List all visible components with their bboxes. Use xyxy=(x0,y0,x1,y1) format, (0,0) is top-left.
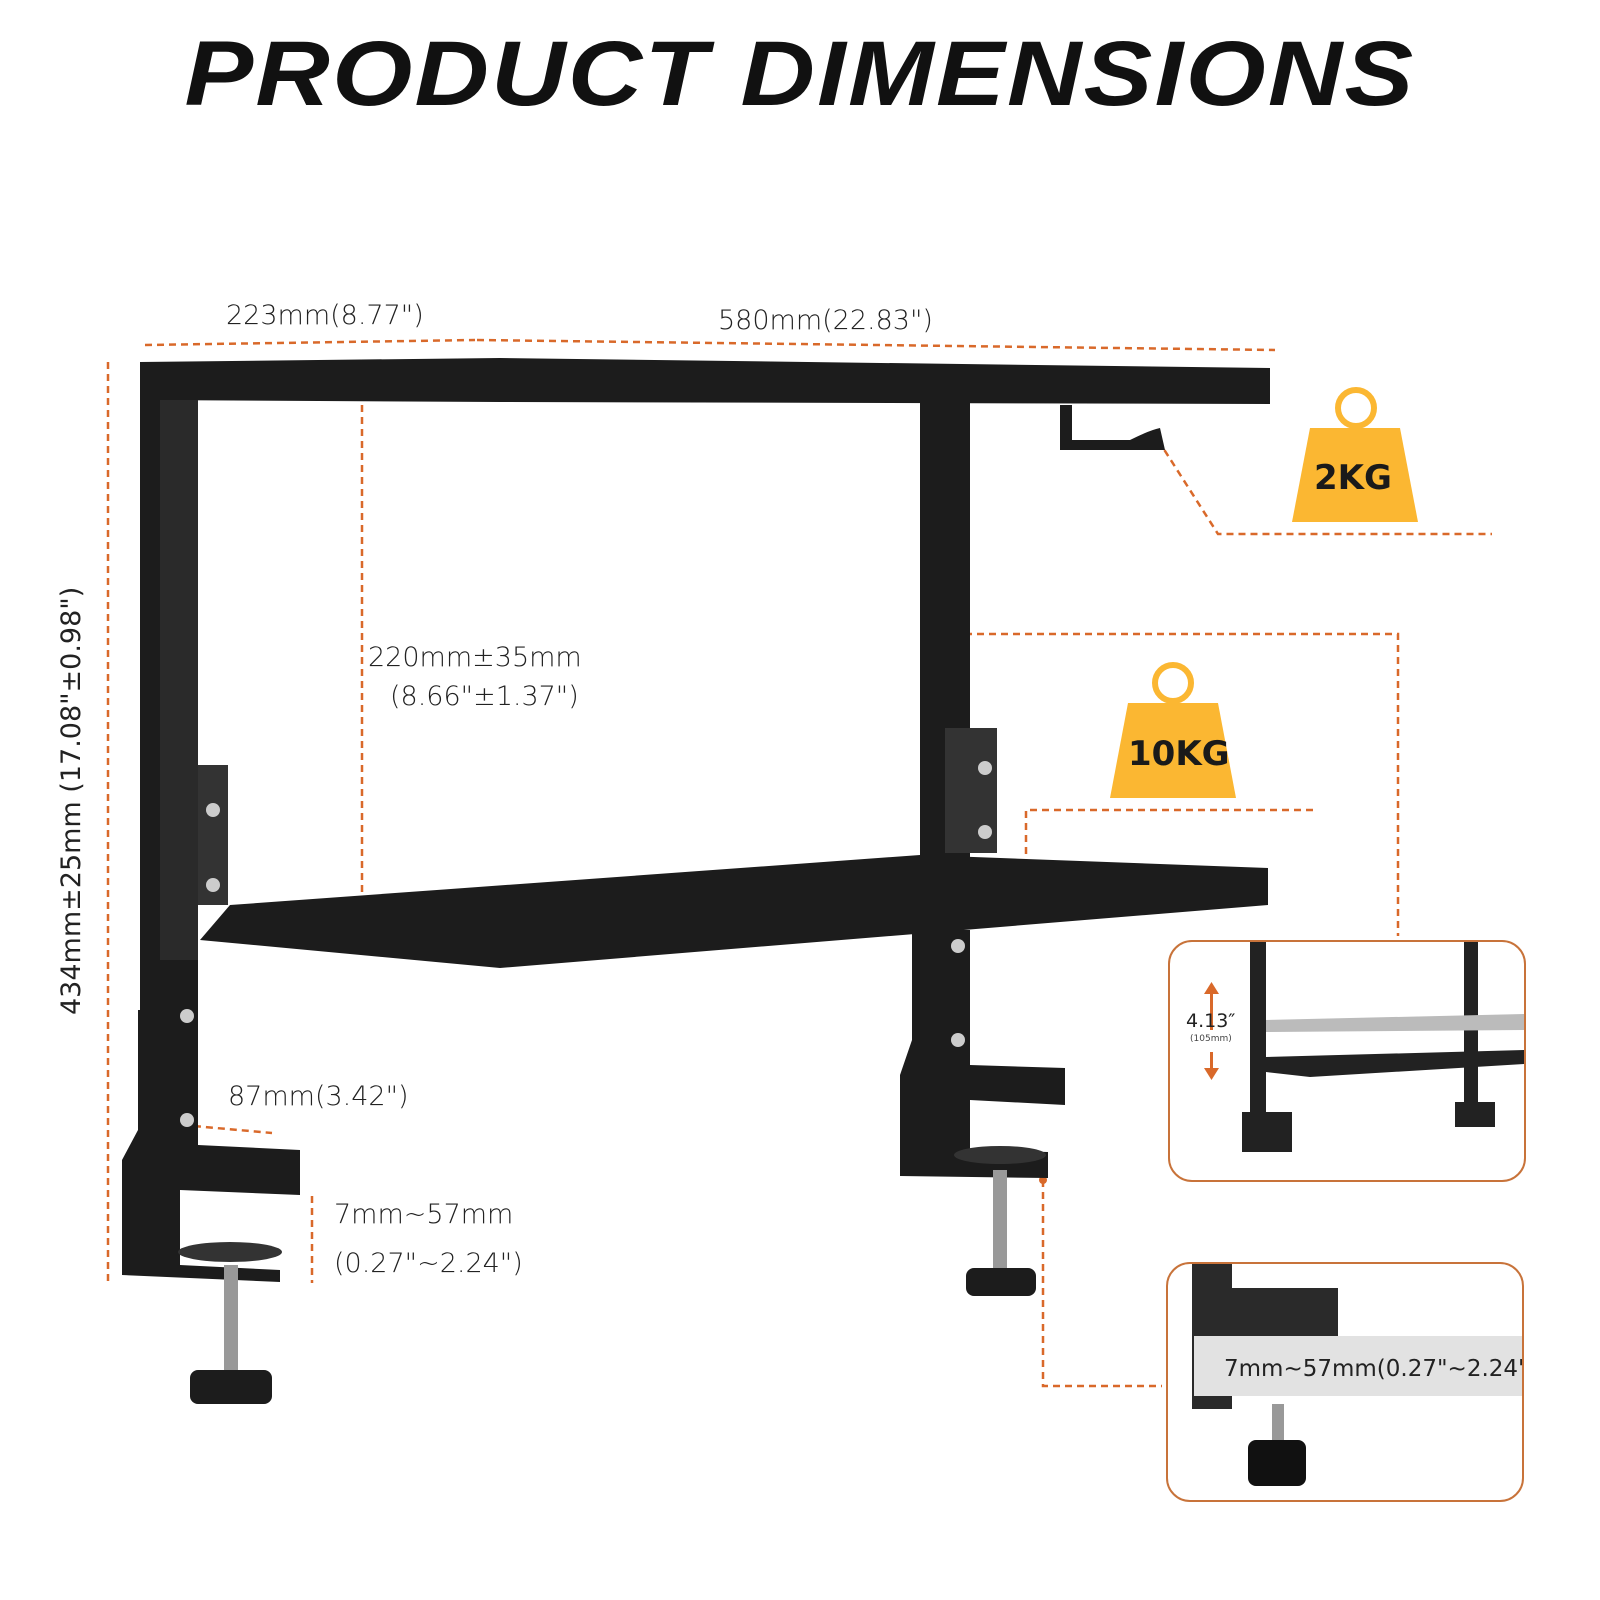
adjust-value-sub: (105mm) xyxy=(1190,1034,1232,1044)
clamp-range-in-label: (0.27"~2.24") xyxy=(334,1248,523,1279)
height-adjust-inset: 4.13″ (105mm) xyxy=(1168,940,1526,1182)
width-label: 580mm(22.83") xyxy=(718,305,933,336)
shelf-gap-mm-label: 220mm±35mm xyxy=(368,642,582,673)
weight-icon-10kg xyxy=(1110,662,1236,798)
adjust-value: 4.13″ xyxy=(1186,1010,1236,1032)
page-title: PRODUCT DIMENSIONS xyxy=(184,23,1416,125)
clamp-range-mm-label: 7mm~57mm xyxy=(334,1199,514,1230)
shelf-frame xyxy=(122,358,1270,1404)
hook-load-label: 2KG xyxy=(1314,458,1392,498)
dimension-lines xyxy=(106,338,1492,1388)
depth-label: 223mm(8.77") xyxy=(226,300,424,331)
shelf-load-label: 10KG xyxy=(1128,734,1230,774)
clamp-range-inset: 7mm~57mm(0.27"~2.24") xyxy=(1166,1262,1524,1502)
clamp-range-inset-label: 7mm~57mm(0.27"~2.24") xyxy=(1224,1356,1524,1382)
shelf-gap-in-label: (8.66"±1.37") xyxy=(390,681,579,712)
clamp-depth-label: 87mm(3.42") xyxy=(228,1081,409,1112)
height-label: 434mm±25mm (17.08"±0.98") xyxy=(56,586,87,1015)
weight-icon-2kg xyxy=(1292,387,1418,522)
